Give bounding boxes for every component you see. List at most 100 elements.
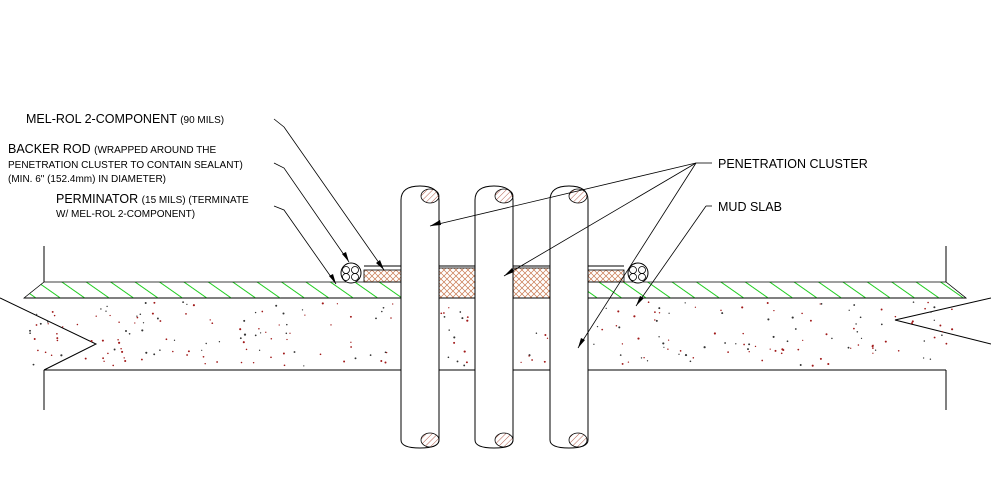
stipple-dot [153,301,156,304]
stipple-dot [684,354,688,357]
stipple-dot [56,332,58,335]
stipple-dot [647,301,650,304]
stipple-dot [303,365,305,367]
backer-rod-left [340,262,362,284]
stipple-dot [456,360,459,363]
stipple-dot [461,317,464,320]
stipple-dot [761,359,764,362]
stipple-dot [443,316,446,318]
stipple-dot [144,302,147,304]
stipple-dot [29,329,31,332]
stipple-dot [205,342,207,345]
stipple-dot [440,312,443,315]
stipple-dot [927,301,929,304]
stipple-dot [799,364,802,366]
stipple-dot [243,333,247,336]
stipple-dot [453,341,456,344]
stipple-dot [258,349,261,351]
stipple-dot [76,323,79,326]
stipple-dot [941,330,944,333]
stipple-dot [820,303,823,305]
stipple-dot [535,332,538,334]
stipple-dot [282,312,285,315]
stipple-dot [209,319,211,321]
pipe-1 [400,185,440,449]
stipple-dot [165,338,168,341]
stipple-dot [258,328,260,330]
stipple-dot [278,324,280,326]
stipple-dot [51,310,54,313]
stipple-dot [286,338,288,341]
stipple-dot [112,364,115,367]
stipple-dot [617,310,620,313]
stipple-dot [825,333,828,336]
stipple-dot [773,309,775,312]
stipple-dot [754,345,757,348]
stipple-dot [930,311,932,313]
stipple-dot [384,351,387,354]
stipple-dot [766,302,769,304]
stipple-dot [621,343,624,345]
stipple-dot [381,310,383,313]
stipple-dot [242,341,245,344]
stipple-dot [748,343,751,346]
stipple-dot [618,326,621,329]
stipple-dot [855,323,857,325]
stipple-dot [186,303,188,306]
stipple-dot [390,317,392,319]
stipple-dot [33,338,36,340]
stipple-dot [543,360,546,363]
stipple-dot [153,353,156,356]
stipple-dot [270,356,272,359]
stipple-dot [145,351,148,354]
stipple-dot [29,332,31,335]
stipple-dot [654,311,656,313]
stipple-dot [929,358,932,360]
stipple-dot [724,342,726,344]
stipple-dot [56,339,59,342]
stipple-dot [84,357,87,360]
stipple-dot [202,355,205,358]
pipe-3 [549,185,589,449]
mel-rol-label: MEL-ROL 2-COMPONENT (90 MILS) [26,112,224,126]
stipple-dot [769,348,771,350]
stipple-dot [780,352,783,355]
stipple-dot [721,312,724,315]
stipple-dot [463,350,466,353]
stipple-dot [689,360,692,363]
stipple-dot [282,352,285,355]
stipple-dot [654,319,656,321]
stipple-dot [187,350,190,353]
pipe-2 [474,185,514,449]
stipple-dot [667,348,669,350]
stipple-dot [136,315,138,317]
stipple-dot [239,328,242,331]
stipple-dot [243,319,246,322]
stipple-dot [831,337,833,340]
stipple-dot [668,312,670,314]
stipple-dot [382,306,385,309]
stipple-dot [853,327,855,330]
stipple-dot [847,346,850,349]
stipple-dot [939,324,942,327]
stipple-dot [679,350,682,352]
stipple-dot [827,362,830,366]
stipple-dot [593,343,595,345]
stipple-dot [894,315,897,318]
leader-lines [273,118,712,349]
stipple-dot [658,312,661,314]
stipple-dot [811,364,814,367]
stipple-dot [772,335,775,338]
stipple-dot [182,301,185,304]
perminator-label: PERMINATOR (15 MILS) (TERMINATE [56,192,249,206]
stipple-dot [113,348,116,351]
stipple-dot [330,324,332,326]
stipple-dot [933,319,935,321]
stipple-dot [343,360,346,363]
stipple-dot [945,342,948,345]
stipple-dot [872,347,874,349]
stipple-dot [951,328,954,331]
stipple-dot [245,348,248,351]
stipple-dot [286,323,288,326]
